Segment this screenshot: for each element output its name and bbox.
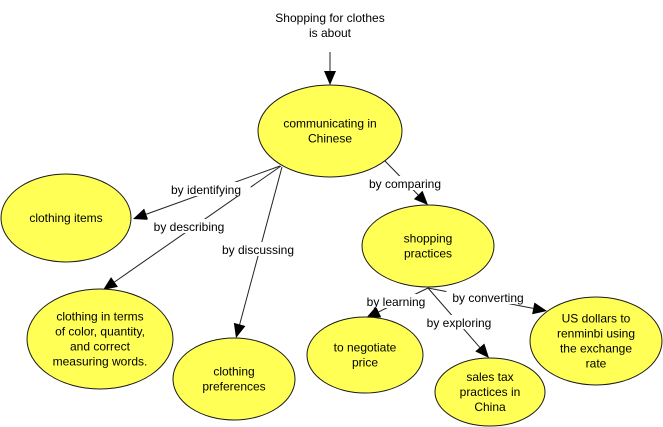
link-label-background (360, 294, 432, 308)
concept-node-clothing-items[interactable]: clothing items (0, 173, 132, 263)
node-label-line: of color, quantity, (55, 325, 145, 339)
node-ellipse[interactable] (172, 337, 296, 421)
node-label-line: practices (404, 247, 452, 261)
node-label-line: clothing in terms (56, 310, 143, 324)
node-ellipse[interactable] (361, 204, 495, 288)
arrowhead-icon (366, 306, 382, 318)
link-label-text: by comparing (369, 177, 441, 191)
node-label-line: clothing (213, 365, 254, 379)
link-label-negotiate-price: by learning (360, 294, 432, 309)
node-label-line: communicating in (283, 117, 376, 131)
root-title-line: Shopping for clothes (275, 11, 384, 25)
node-label-line: preferences (202, 380, 265, 394)
node-label-line: renminbi using (557, 327, 635, 341)
node-label-line: US dollars to (562, 312, 631, 326)
arrowhead-icon (475, 343, 489, 358)
link-label-text: by converting (452, 291, 523, 305)
link-label-clothing-terms: by describing (147, 219, 231, 234)
node-ellipse[interactable] (306, 316, 424, 394)
link-label-text: by discussing (222, 243, 294, 257)
node-ellipse[interactable] (529, 296, 663, 386)
link-label-background (420, 315, 498, 329)
link-label-text: by identifying (171, 183, 241, 197)
link-label-us-dollars: by converting (446, 290, 530, 305)
node-label-line: Chinese (308, 132, 352, 146)
node-ellipse[interactable] (0, 173, 132, 263)
node-label-line: measuring words. (53, 355, 148, 369)
node-label-line: and correct (70, 340, 131, 354)
node-label-line: sales tax (466, 370, 513, 384)
link-labels-layer: by identifying by describing by discussing… (147, 176, 530, 330)
arrowhead-icon (532, 302, 547, 315)
arrowhead-icon (233, 322, 246, 338)
link-label-background (216, 242, 300, 256)
node-label-line: clothing items (29, 211, 102, 225)
node-ellipse[interactable] (26, 288, 174, 390)
link-label-background (446, 290, 530, 304)
arrowhead-icon (133, 208, 149, 220)
arrowhead-icon (103, 277, 118, 290)
arrowhead-icon (324, 71, 336, 85)
link-label-shopping-practices: by comparing (366, 176, 444, 191)
link-label-text: by describing (154, 220, 225, 234)
link-label-clothing-items: by identifying (161, 182, 251, 197)
link-label-background (161, 182, 251, 196)
node-label-line: to negotiate (334, 341, 397, 355)
node-label-line: shopping (404, 232, 453, 246)
link-label-text: by exploring (427, 316, 492, 330)
node-label-line: practices in (460, 385, 521, 399)
link-label-sales-tax: by exploring (420, 315, 498, 330)
link-label-text: by learning (367, 295, 426, 309)
arrowhead-icon (413, 190, 428, 205)
node-label-line: China (474, 400, 506, 414)
node-label-line: price (352, 356, 378, 370)
link-label-background (366, 176, 444, 190)
link-label-clothing-preferences: by discussing (216, 242, 300, 257)
node-label-line: rate (586, 357, 607, 371)
link-label-background (147, 219, 231, 233)
node-ellipse[interactable] (434, 357, 546, 427)
node-label-line: the exchange (560, 342, 632, 356)
node-ellipse[interactable] (257, 84, 403, 178)
root-title-line: is about (309, 26, 352, 40)
